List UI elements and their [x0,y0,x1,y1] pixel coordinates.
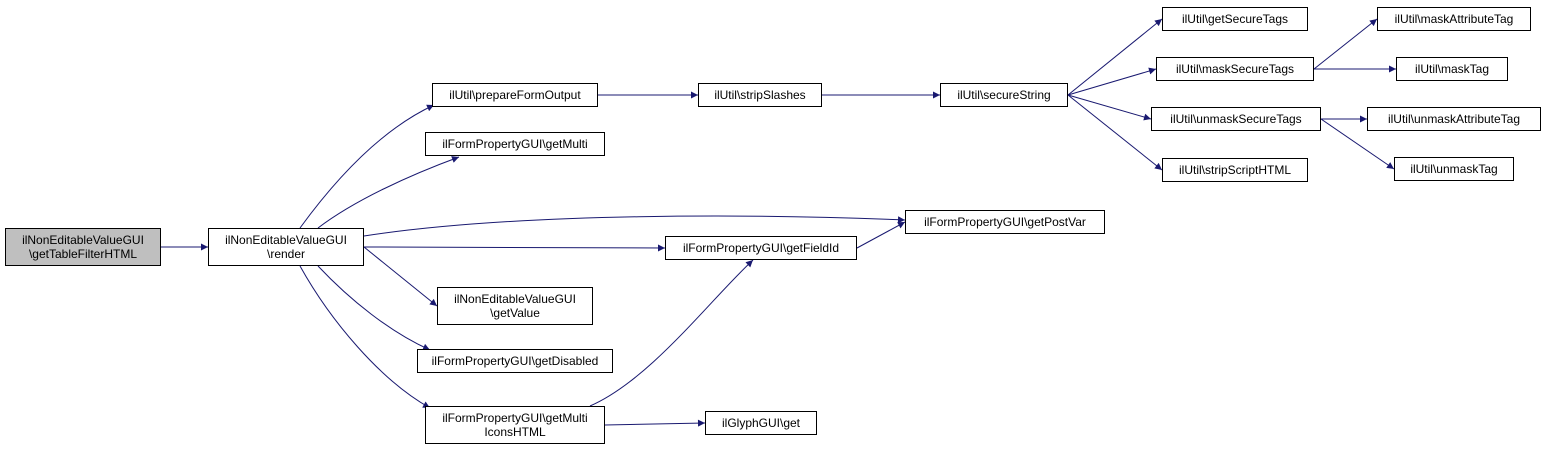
edge-render-to-getMulti [317,156,460,229]
node-label-line: ilNonEditableValueGUI [454,292,576,306]
edge-maskSecureTags-to-maskAttributeTag [1313,18,1378,70]
node-label-line: ilUtil\secureString [957,88,1051,102]
node-label-line: ilNonEditableValueGUI [225,233,347,247]
node-render[interactable]: ilNonEditableValueGUI\render [208,228,364,266]
edge-getMultiIconsHTML-to-getFieldId [589,259,754,407]
node-label-line: ilGlyphGUI\get [721,416,801,430]
node-label-line: \render [266,247,306,261]
node-label-line: ilUtil\getSecureTags [1181,12,1289,26]
node-label-line: ilUtil\prepareFormOutput [449,88,581,102]
node-label-line: ilFormPropertyGUI\getDisabled [431,354,599,368]
node-getValue[interactable]: ilNonEditableValueGUI\getValue [437,287,593,325]
node-getMulti[interactable]: ilFormPropertyGUI\getMulti [425,132,605,156]
node-getDisabled[interactable]: ilFormPropertyGUI\getDisabled [417,349,613,373]
node-label-line: ilUtil\maskAttributeTag [1394,12,1514,26]
edge-render-to-getDisabled [317,265,431,351]
node-label-line: ilFormPropertyGUI\getPostVar [924,215,1086,229]
node-label-line: \getValue [490,306,540,320]
edge-getMultiIconsHTML-to-glyphGet [604,419,706,427]
node-getFieldId[interactable]: ilFormPropertyGUI\getFieldId [665,236,857,260]
node-maskAttributeTag[interactable]: ilUtil\maskAttributeTag [1377,7,1531,31]
edge-render-to-prepareFormOutput [299,104,435,229]
node-stripSlashes[interactable]: ilUtil\stripSlashes [698,83,822,107]
edge-secureString-to-maskSecureTags [1067,67,1157,96]
node-label-line: ilUtil\stripScriptHTML [1178,163,1291,177]
node-unmaskTag[interactable]: ilUtil\unmaskTag [1394,157,1514,181]
node-unmaskAttributeTag[interactable]: ilUtil\unmaskAttributeTag [1367,107,1541,131]
edge-secureString-to-stripScriptHTML [1067,94,1163,171]
edge-render-to-getFieldId [363,244,666,252]
node-label-line: ilUtil\unmaskSecureTags [1170,112,1302,126]
node-label-line: ilUtil\stripSlashes [714,88,806,102]
edge-getFieldId-to-getPostVar [856,221,906,249]
node-secureString[interactable]: ilUtil\secureString [940,83,1068,107]
node-label-line: ilUtil\maskTag [1414,62,1489,76]
node-unmaskSecureTags[interactable]: ilUtil\unmaskSecureTags [1151,107,1321,131]
node-label-line: ilFormPropertyGUI\getMulti [442,137,588,151]
node-getTableFilterHTML: ilNonEditableValueGUI\getTableFilterHTML [5,228,161,266]
node-label-line: IconsHTML [484,425,546,439]
node-label-line: ilUtil\unmaskAttributeTag [1387,112,1521,126]
edge-render-to-getMultiIconsHTML [299,265,431,409]
node-maskTag[interactable]: ilUtil\maskTag [1396,57,1508,81]
node-stripScriptHTML[interactable]: ilUtil\stripScriptHTML [1162,158,1308,182]
edge-secureString-to-unmaskSecureTags [1067,94,1152,121]
node-label-line: \getTableFilterHTML [28,247,138,261]
node-label-line: ilFormPropertyGUI\getMulti [442,411,588,425]
edge-unmaskSecureTags-to-unmaskTag [1320,118,1395,170]
node-label-line: ilNonEditableValueGUI [22,233,144,247]
node-getSecureTags[interactable]: ilUtil\getSecureTags [1162,7,1308,31]
edge-render-to-getValue [363,246,438,307]
node-getPostVar[interactable]: ilFormPropertyGUI\getPostVar [905,210,1105,234]
node-prepareFormOutput[interactable]: ilUtil\prepareFormOutput [432,83,598,107]
node-label-line: ilFormPropertyGUI\getFieldId [682,241,840,255]
node-maskSecureTags[interactable]: ilUtil\maskSecureTags [1156,57,1314,81]
node-label-line: ilUtil\unmaskTag [1410,162,1498,176]
edge-render-to-getPostVar [363,215,906,237]
node-label-line: ilUtil\maskSecureTags [1175,62,1295,76]
node-glyphGet[interactable]: ilGlyphGUI\get [705,411,817,435]
edge-secureString-to-getSecureTags [1067,18,1163,96]
